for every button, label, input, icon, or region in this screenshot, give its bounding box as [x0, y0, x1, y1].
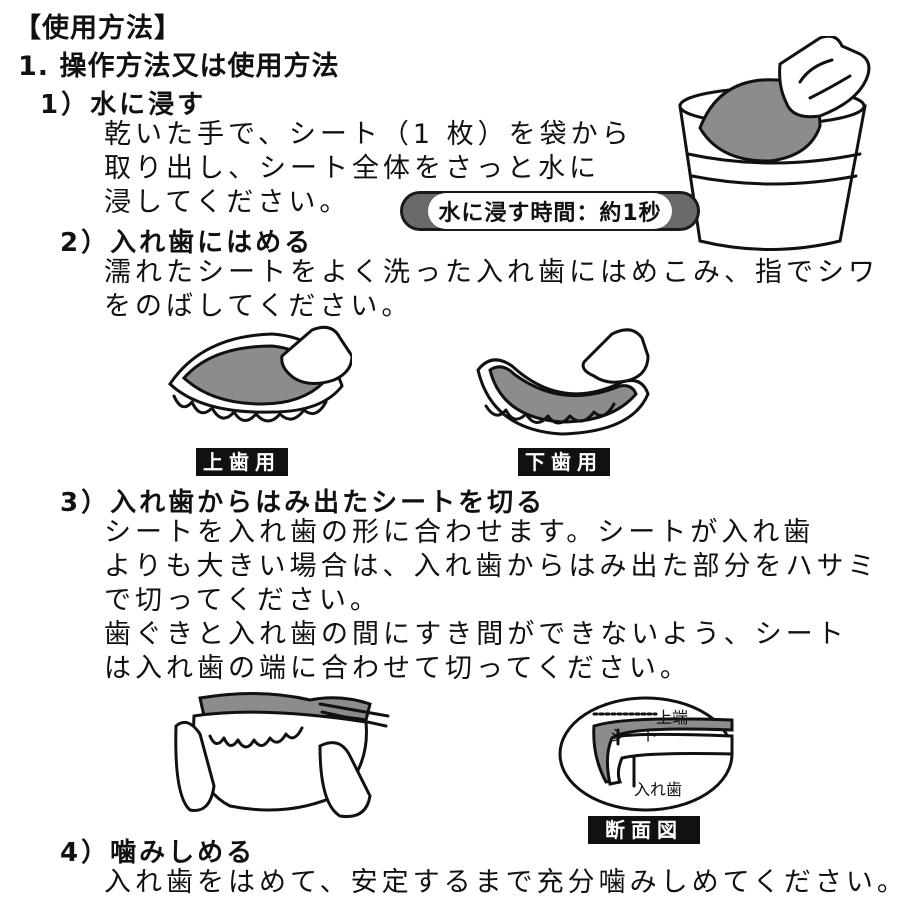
- step-3-line: シートを入れ歯の形に合わせます。シートが入れ歯: [104, 517, 815, 548]
- soak-time-text: 水に浸す時間：約1秒: [428, 193, 672, 229]
- cross-section-label: 断面図: [588, 816, 700, 844]
- glass-water-illustration: [678, 36, 871, 251]
- soak-time-badge: 水に浸す時間：約1秒: [400, 191, 700, 231]
- step-3-line: 歯ぐきと入れ歯の間にすき間ができないよう、シート: [104, 619, 848, 650]
- trimming-illustration: [174, 691, 390, 819]
- step-2-line: をのばしてください。: [104, 291, 413, 322]
- cross-section-label-top-edge: 上端: [656, 708, 689, 727]
- step-4-heading: 4）噛みしめる: [60, 838, 256, 868]
- step-3-line: は入れ歯の端に合わせて切ってください。: [104, 653, 691, 684]
- step-2-heading: 2）入れ歯にはめる: [60, 228, 314, 258]
- cross-section-label-sheet: シート: [610, 726, 659, 745]
- lower-denture-illustration: [476, 328, 650, 436]
- step-4-line: 入れ歯をはめて、安定するまで充分噛みしめてください。: [104, 867, 900, 898]
- step-3-text: シートを入れ歯の形に合わせます。シートが入れ歯 よりも大きい場合は、入れ歯からは…: [104, 516, 878, 686]
- lower-denture-label: 下歯用: [518, 448, 610, 476]
- step-4-text: 入れ歯をはめて、安定するまで充分噛みしめてください。: [104, 866, 900, 900]
- step-3-heading: 3）入れ歯からはみ出たシートを切る: [60, 488, 546, 518]
- cross-section-illustration: [558, 696, 734, 812]
- step-1-line: 乾いた手で、シート（1 枚）を袋から: [104, 119, 633, 150]
- step-3-line: よりも大きい場合は、入れ歯からはみ出た部分をハサミ: [104, 551, 879, 582]
- section-title: 【使用方法】: [14, 13, 182, 44]
- upper-denture-illustration: [168, 325, 352, 423]
- cross-section-label-denture: 入れ歯: [634, 780, 683, 799]
- step-2-line: 濡れたシートをよく洗った入れ歯にはめこみ、指でシワ: [104, 257, 879, 288]
- step-2-text: 濡れたシートをよく洗った入れ歯にはめこみ、指でシワ をのばしてください。: [104, 256, 879, 324]
- step-3-line: で切ってください。: [104, 585, 381, 616]
- upper-denture-label: 上歯用: [196, 448, 288, 476]
- step-1-line: 浸してください。: [104, 187, 351, 218]
- instructions-heading: 1. 操作方法又は使用方法: [18, 51, 340, 82]
- step-1-line: 取り出し、シート全体をさっと水に: [104, 153, 600, 184]
- step-1-text: 乾いた手で、シート（1 枚）を袋から 取り出し、シート全体をさっと水に 浸してく…: [104, 118, 633, 220]
- step-1-heading: 1）水に浸す: [40, 90, 207, 120]
